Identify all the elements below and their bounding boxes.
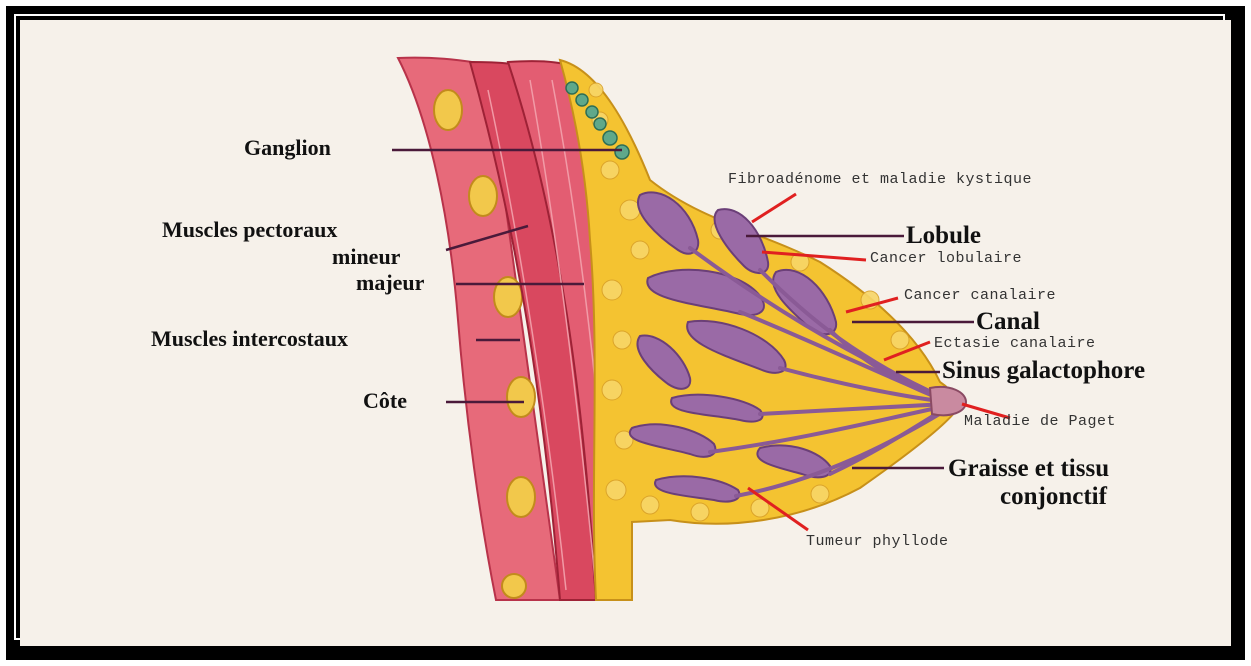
rib <box>469 176 497 216</box>
label-cancer-lobulaire: Cancer lobulaire <box>870 251 1022 266</box>
label-lobule: Lobule <box>906 223 981 248</box>
label-mineur: mineur <box>332 246 400 268</box>
label-cote: Côte <box>363 390 407 412</box>
label-tumeur-phyllode: Tumeur phyllode <box>806 534 949 549</box>
label-graisse-1: Graisse et tissu <box>948 456 1109 481</box>
label-maladie-de-paget: Maladie de Paget <box>964 414 1116 429</box>
label-sinus-galactophore: Sinus galactophore <box>942 358 1145 383</box>
rib <box>507 477 535 517</box>
label-muscles-pectoraux: Muscles pectoraux <box>162 219 337 241</box>
rib <box>507 377 535 417</box>
label-graisse-2: conjonctif <box>1000 484 1107 509</box>
rib <box>502 574 526 598</box>
label-muscles-intercostaux: Muscles intercostaux <box>151 328 348 350</box>
label-fibroadenome: Fibroadénome et maladie kystique <box>728 172 1032 187</box>
label-cancer-canalaire: Cancer canalaire <box>904 288 1056 303</box>
label-canal: Canal <box>976 309 1040 334</box>
label-ectasie-canalaire: Ectasie canalaire <box>934 336 1096 351</box>
rib <box>434 90 462 130</box>
label-majeur: majeur <box>356 272 424 294</box>
label-ganglion: Ganglion <box>244 137 331 159</box>
